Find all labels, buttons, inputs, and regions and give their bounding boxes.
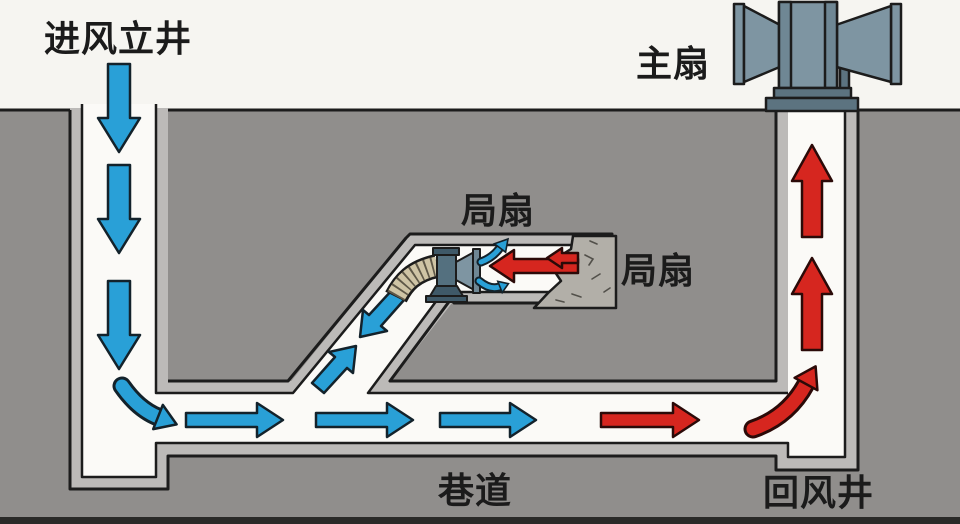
return-air-arrow: [488, 248, 580, 284]
label-roadway: 巷道: [438, 471, 513, 512]
fresh-air-curved-arrow: [112, 376, 178, 431]
fresh-air-arrow: [310, 344, 358, 395]
label-local-fan-right: 局扇: [621, 251, 696, 292]
return-air-arrow: [790, 143, 834, 239]
fresh-air-arrow: [96, 163, 142, 255]
local-fan-airflow-arrows: [474, 237, 510, 295]
fresh-air-arrows: [96, 62, 538, 439]
label-main-fan: 主扇: [636, 44, 711, 85]
fresh-air-arrow: [438, 401, 538, 439]
return-air-arrows: [488, 143, 834, 439]
label-intake-shaft: 进风立井: [44, 19, 193, 60]
fresh-air-arrow: [314, 401, 415, 439]
fresh-air-arrow: [184, 401, 285, 439]
label-return-shaft: 回风井: [763, 473, 875, 514]
flexible-duct: [385, 254, 440, 303]
fresh-air-arrow: [96, 279, 142, 371]
return-air-curved-arrow: [743, 365, 819, 439]
main-fan-icon: [732, 0, 903, 113]
outer-outlines: [0, 108, 960, 491]
return-air-arrow: [790, 256, 834, 352]
return-air-arrow: [545, 246, 580, 270]
fresh-air-arrow: [96, 62, 142, 154]
bottom-band: [0, 517, 960, 524]
label-local-fan-top: 局扇: [461, 191, 536, 232]
fresh-air-arrow: [358, 288, 406, 339]
incline-and-heading: [293, 245, 600, 395]
return-air-arrow: [599, 401, 701, 439]
local-fan-icon: [425, 247, 481, 303]
